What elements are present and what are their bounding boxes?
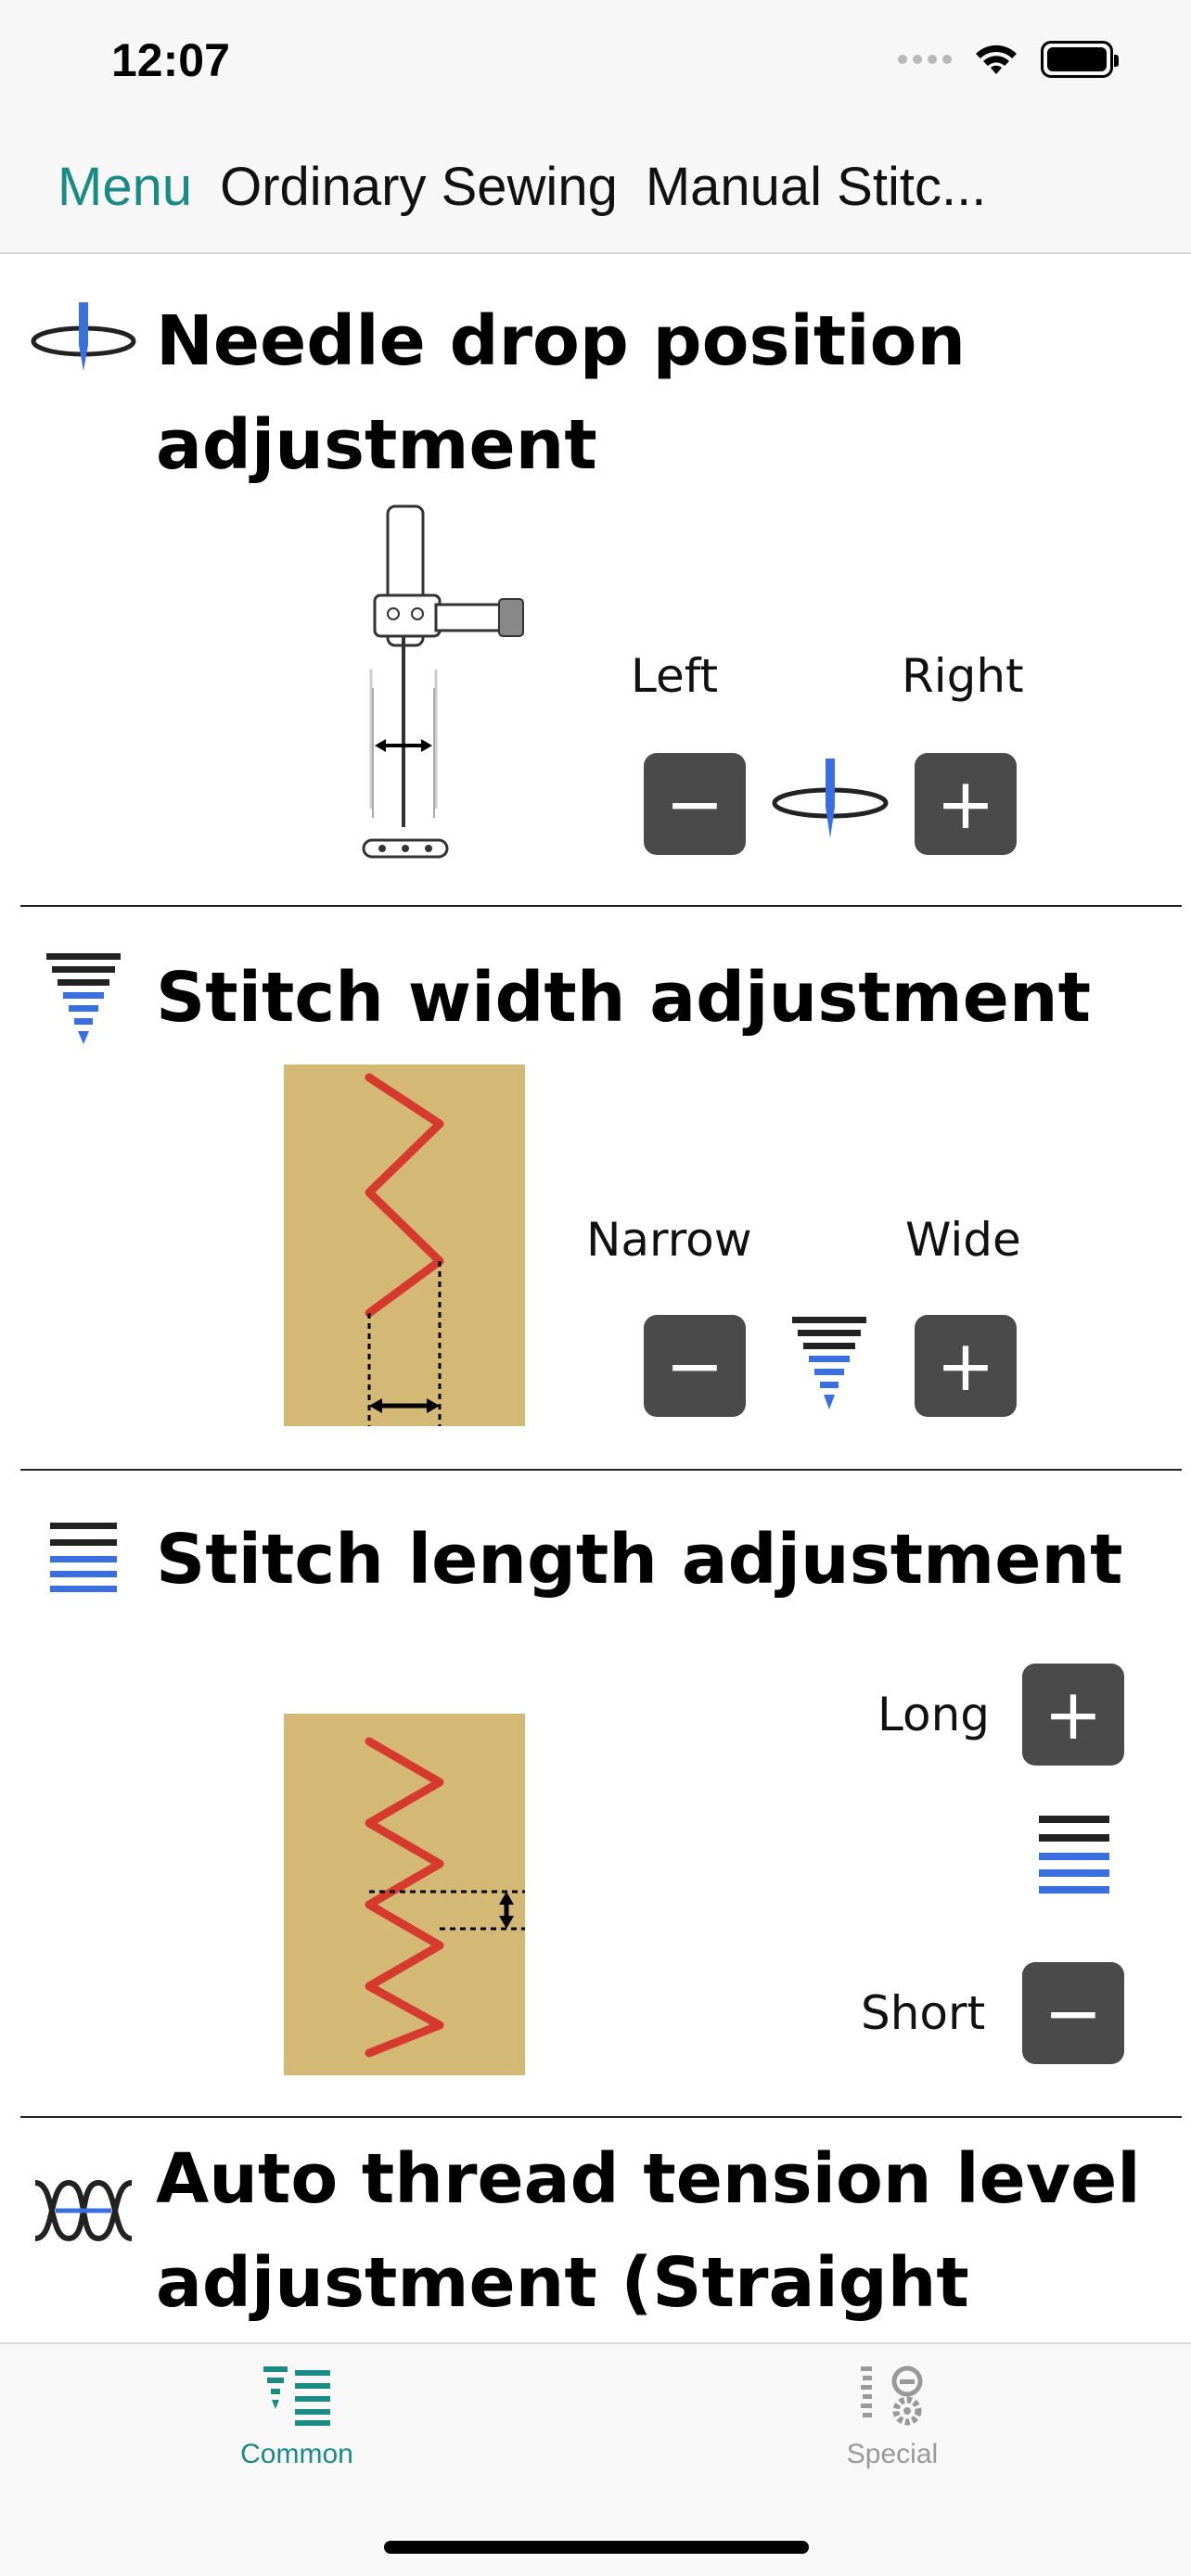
stitch-list-icon	[263, 2366, 330, 2426]
long-label: Long	[877, 1688, 990, 1741]
stitch-length-title: Stitch length adjustment	[156, 1520, 1123, 1600]
needle-right-button[interactable]: +	[915, 753, 1017, 855]
left-label: Left	[631, 649, 719, 703]
stitch-width-title: Stitch width adjustment	[156, 958, 1091, 1038]
tab-special-label: Special	[846, 2439, 939, 2469]
width-narrow-button[interactable]: −	[644, 1315, 746, 1417]
needle-left-button[interactable]: −	[644, 753, 746, 855]
stitch-width-indicator-icon	[792, 1317, 866, 1409]
length-short-button[interactable]: −	[1022, 1962, 1124, 2064]
thread-tension-title: Auto thread tension level adjustment (St…	[156, 2139, 1141, 2323]
needle-position-title: Needle drop position adjustment	[156, 301, 967, 485]
right-label: Right	[902, 649, 1024, 703]
battery-icon	[1041, 41, 1119, 78]
cellular-signal-icon	[898, 55, 952, 64]
thread-tension-icon	[34, 2179, 133, 2242]
divider	[20, 2116, 1182, 2118]
top-bar: 12:07 Menu Ordinary Sewing Manual Stitc.…	[0, 0, 1191, 254]
needle-position-indicator-icon	[772, 759, 889, 838]
divider	[20, 905, 1182, 907]
needle-holder-illustration	[362, 504, 524, 859]
menu-back-button[interactable]: Menu	[58, 157, 193, 217]
breadcrumb-manual-stitch: Manual Stitc...	[645, 157, 987, 217]
stitch-length-indicator-icon	[1039, 1816, 1109, 1894]
short-label: Short	[861, 1986, 986, 2040]
thread-tension-section: Auto thread tension level adjustment (St…	[0, 2118, 1191, 2340]
stitch-length-section: Stitch length adjustment Long + Short −	[0, 1471, 1191, 2116]
stitch-width-section: Stitch width adjustment Narrow Wide − +	[0, 907, 1191, 1469]
tab-bar: Common Special	[0, 2342, 1191, 2576]
tab-common[interactable]: Common	[158, 2363, 436, 2470]
length-long-button[interactable]: +	[1022, 1664, 1124, 1766]
status-icons	[898, 41, 1119, 78]
home-indicator	[384, 2541, 809, 2554]
breadcrumb-ordinary-sewing[interactable]: Ordinary Sewing	[220, 157, 618, 217]
needle-position-section: Needle drop position adjustment Left Rig…	[0, 256, 1191, 905]
stitch-width-icon	[46, 953, 121, 1044]
wifi-icon	[976, 45, 1017, 74]
stitch-length-icon	[50, 1523, 117, 1592]
special-settings-icon	[861, 2366, 923, 2426]
tab-special[interactable]: Special	[753, 2363, 1031, 2470]
divider	[20, 1469, 1182, 1471]
needle-position-icon	[31, 302, 136, 371]
stitch-length-illustration	[284, 1714, 525, 2075]
wide-label: Wide	[905, 1213, 1021, 1267]
stitch-width-illustration	[284, 1065, 525, 1426]
narrow-label: Narrow	[586, 1213, 752, 1267]
navigation-breadcrumb: Menu Ordinary Sewing Manual Stitc...	[58, 156, 986, 218]
tab-common-label: Common	[240, 2439, 353, 2469]
status-time: 12:07	[111, 34, 230, 86]
width-wide-button[interactable]: +	[915, 1315, 1017, 1417]
